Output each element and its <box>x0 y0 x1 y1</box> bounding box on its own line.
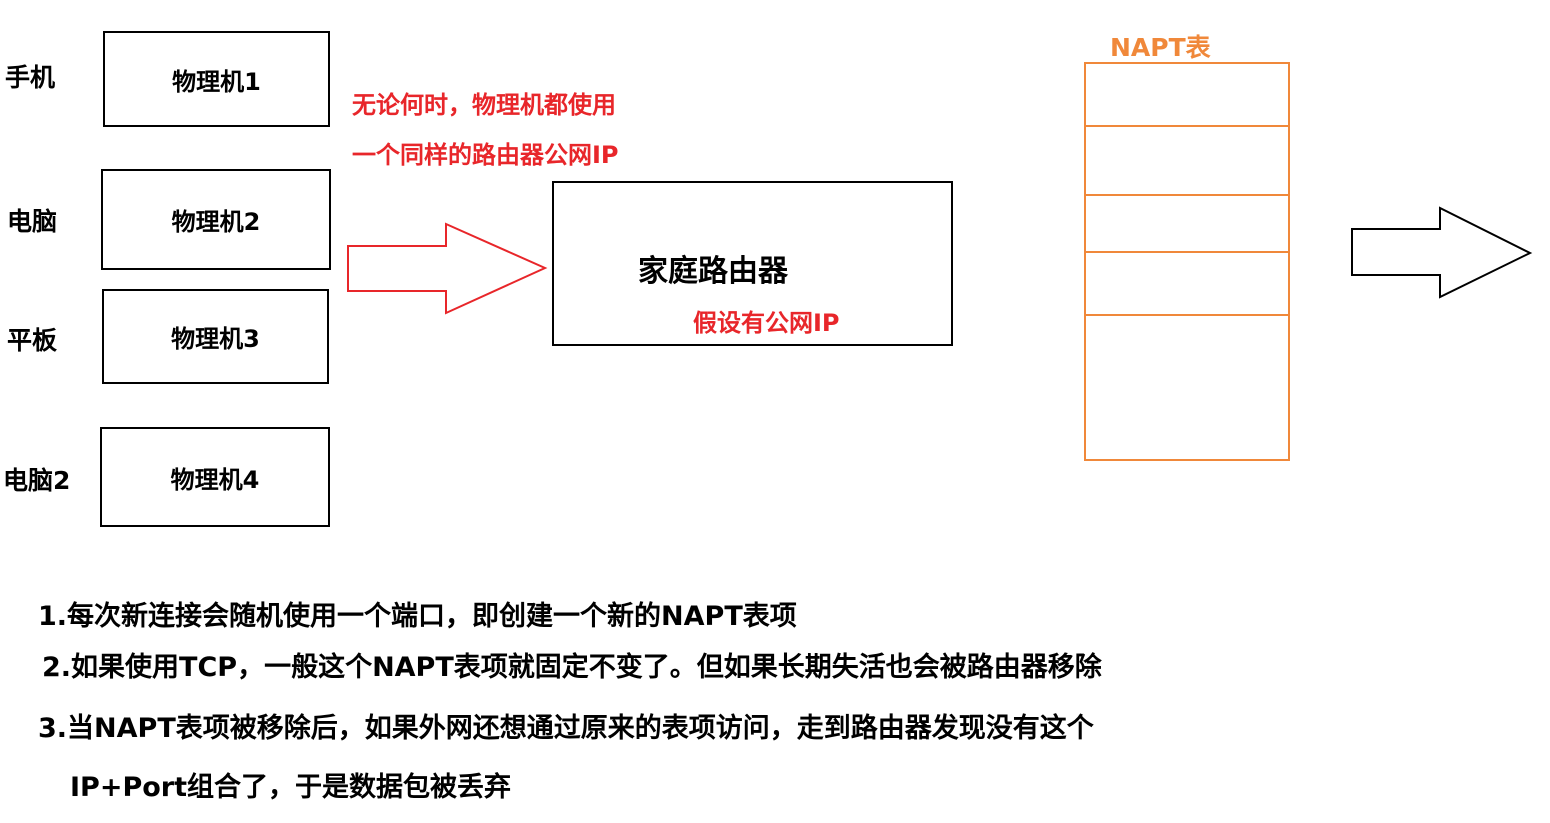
napt-table <box>1084 62 1290 461</box>
napt-table-row-divider <box>1086 251 1288 253</box>
physical-machine-3-box: 物理机3 <box>102 289 329 384</box>
note-1: 1.每次新连接会随机使用一个端口，即创建一个新的NAPT表项 <box>38 601 797 632</box>
physical-machine-2-label: 物理机2 <box>171 208 261 236</box>
note-3: 3.当NAPT表项被移除后，如果外网还想通过原来的表项访问，走到路由器发现没有这… <box>38 713 1094 744</box>
napt-table-row-divider <box>1086 125 1288 127</box>
device-label-computer: 电脑 <box>7 207 58 236</box>
physical-machine-4-box: 物理机4 <box>100 427 330 527</box>
home-router-box: 家庭路由器 假设有公网IP <box>552 181 953 346</box>
physical-machine-2-box: 物理机2 <box>101 169 331 270</box>
router-public-ip-note: 假设有公网IP <box>693 309 840 337</box>
physical-machine-1-box: 物理机1 <box>103 31 330 127</box>
physical-machine-1-label: 物理机1 <box>172 67 261 96</box>
physical-machine-4-label: 物理机4 <box>170 465 260 494</box>
napt-table-row-divider <box>1086 194 1288 196</box>
physical-machine-3-label: 物理机3 <box>171 325 260 353</box>
device-label-tablet: 平板 <box>7 326 58 355</box>
device-label-computer2: 电脑2 <box>3 466 71 495</box>
annotation-line-2: 一个同样的路由器公网IP <box>352 141 619 169</box>
home-router-title: 家庭路由器 <box>638 254 788 289</box>
note-4: IP+Port组合了，于是数据包被丢弃 <box>70 772 512 803</box>
note-2: 2.如果使用TCP，一般这个NAPT表项就固定不变了。但如果长期失活也会被路由器… <box>42 652 1102 683</box>
device-label-phone: 手机 <box>5 63 56 92</box>
annotation-line-1: 无论何时，物理机都使用 <box>352 91 616 119</box>
napt-table-title: NAPT表 <box>1110 33 1211 62</box>
napt-table-row-divider <box>1086 314 1288 316</box>
